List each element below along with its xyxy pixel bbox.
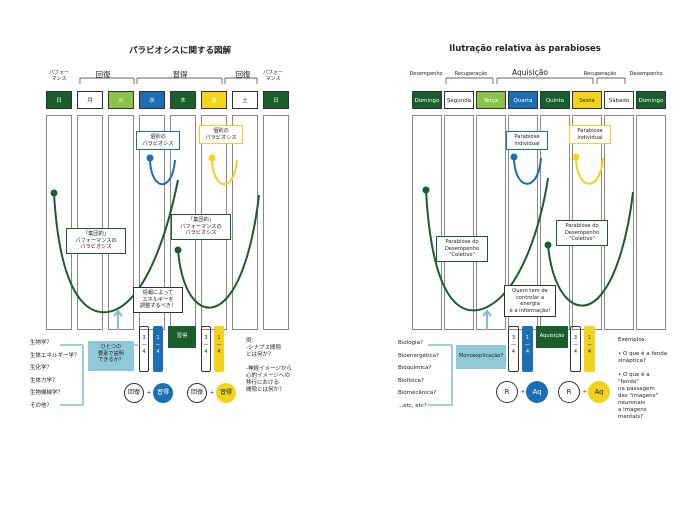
left-curves <box>50 154 260 406</box>
right-column <box>476 115 506 330</box>
right-perf-left-label: Desempenho <box>409 71 443 77</box>
right-examples: Exemplos: • O que é a fenda sináptica? •… <box>618 337 668 420</box>
right-recovery-right-label: Recuperação <box>583 71 617 77</box>
right-fraction-1-4-b: 1 — 4 <box>584 326 595 372</box>
right-discipline-list: Biologia? Bioenergética? Bioquímica? Bio… <box>398 340 439 409</box>
left-fraction-3-4-b: 3 — 4 <box>201 326 211 372</box>
left-bracket-lines <box>79 77 258 84</box>
left-circle-acq-blue: 習得 <box>153 383 173 403</box>
left-column <box>77 115 103 330</box>
right-day-7: Domingo <box>636 91 666 109</box>
left-collective-right-label: 「集団的」 パフォーマンスの パラビオシス <box>171 214 231 240</box>
left-day-4: 木 <box>170 91 196 109</box>
right-energy-box: Quem tem de controlar a energia é a info… <box>504 285 556 318</box>
right-curves <box>422 153 634 406</box>
right-day-4: Quinta <box>540 91 570 109</box>
right-perf-right-label: Desempenho <box>629 71 663 77</box>
right-individual-blue-label: Parabiose individual <box>506 131 548 151</box>
right-plus: + <box>520 389 526 395</box>
left-day-0: 日 <box>46 91 72 109</box>
right-collective-left-label: Parabiose do Desempenho "Coletivo" <box>436 236 488 262</box>
right-fraction-1-4: 1 — 4 <box>522 326 533 372</box>
left-circle-acq-yellow: 習得 <box>216 383 236 403</box>
left-title: パラビオシスに関する図解 <box>128 46 231 56</box>
right-plus-b: + <box>582 389 588 395</box>
right-fraction-3-4: 3 — 4 <box>508 326 519 372</box>
left-acquisition-box: 習得 <box>168 326 196 348</box>
right-circle-r-b: R <box>558 381 580 403</box>
left-individual-yellow-label: 個別の パラビオシス <box>199 125 243 145</box>
right-panel: Ilutração relativa às parabioses Desempe… <box>350 0 700 515</box>
right-circle-aq-blue: Aq <box>526 381 548 403</box>
right-recovery-left-label: Recuperação <box>454 71 488 77</box>
left-day-7: 日 <box>263 91 289 109</box>
right-acquisition-label: Aquisição <box>512 68 548 77</box>
left-energy-box: 情報によって エネルギーを 調整するべき！ <box>133 287 183 313</box>
right-day-1: Segunda <box>444 91 474 109</box>
left-recovery-right-label: 回復 <box>235 70 251 79</box>
right-day-0: Domingo <box>412 91 442 109</box>
left-day-3: 水 <box>139 91 165 109</box>
left-fraction-1-4-b: 1 — 4 <box>214 326 224 372</box>
left-panel: パラビオシスに関する図解 パフォー マンス 回復 習得 回復 パフォー マンス … <box>30 46 292 409</box>
right-column <box>636 115 666 330</box>
right-circle-r: R <box>496 381 518 403</box>
right-fraction-3-4-b: 3 — 4 <box>570 326 581 372</box>
left-day-6: 土 <box>232 91 258 109</box>
left-perf-right-label: パフォー マンス <box>262 70 283 82</box>
left-day-1: 月 <box>77 91 103 109</box>
left-perf-left-label: パフォー マンス <box>48 70 69 82</box>
right-individual-yellow-label: Parabiose individual <box>569 125 611 145</box>
left-acquisition-label: 習得 <box>172 70 188 79</box>
left-fraction-3-4: 3 — 4 <box>139 326 149 372</box>
left-examples: 例： -シナプス間隙 とは何か？ -神経イメージから 心的イメージへの 移行にお… <box>246 338 292 393</box>
right-title: Ilutração relativa às parabioses <box>449 44 601 54</box>
right-day-5: Sexta <box>572 91 602 109</box>
left-column <box>108 115 134 330</box>
right-day-2: Terça <box>476 91 506 109</box>
right-bracket-lines <box>445 77 626 84</box>
left-column <box>232 115 258 330</box>
left-day-5: 金 <box>201 91 227 109</box>
left-fraction-1-4: 1 — 4 <box>153 326 163 372</box>
left-column <box>46 115 72 330</box>
left-circle-recovery-b: 回復 <box>187 383 207 403</box>
left-recovery-left-label: 回復 <box>95 70 111 79</box>
left-plus: + <box>146 390 152 396</box>
left-plus-b: + <box>209 390 215 396</box>
right-day-3: Quarta <box>508 91 538 109</box>
right-acquisition-box: Aquisição <box>536 326 568 348</box>
left-individual-blue-label: 個別の パラビオシス <box>136 131 180 151</box>
left-question-box: ひとつの 要素で説明 できるか？ <box>88 341 134 371</box>
left-day-2: 火 <box>108 91 134 109</box>
left-column <box>263 115 289 330</box>
right-question-box: Monoexplicação? <box>456 345 506 369</box>
right-collective-right-label: Parabiose do Desempenho "Coletivo" <box>556 220 608 246</box>
left-discipline-list: 生物学？ 生体エネルギー学？ 生化学？ 生体力学？ 生物機械学？ その他？ <box>30 340 80 409</box>
right-column <box>412 115 442 330</box>
right-day-6: Sábado <box>604 91 634 109</box>
left-circle-recovery: 回復 <box>124 383 144 403</box>
left-collective-left-label: 「集団的」 パフォーマンスの パラビオシス <box>66 228 126 254</box>
right-circle-aq-yellow: Aq <box>588 381 610 403</box>
